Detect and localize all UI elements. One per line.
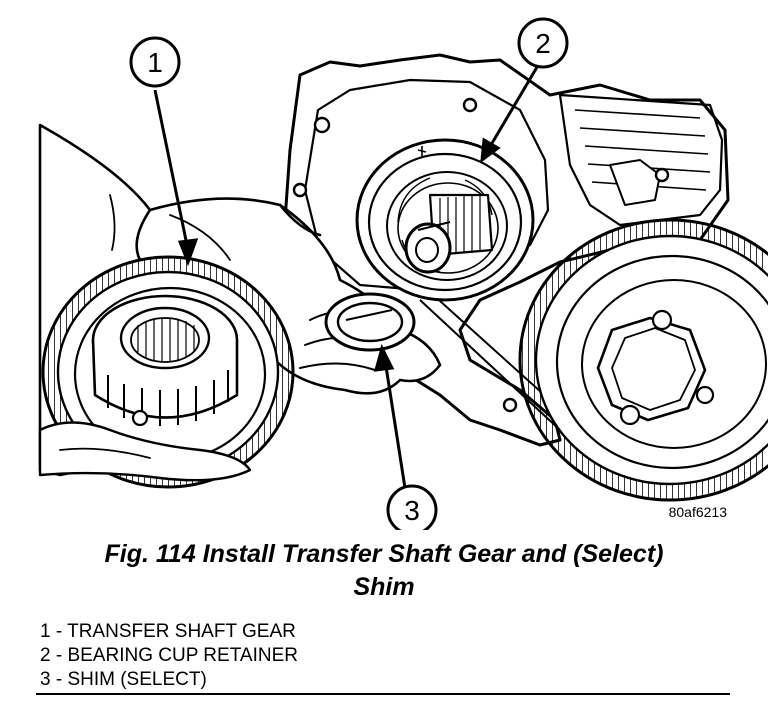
leader-lines xyxy=(153,61,542,489)
transfer-shaft-gear xyxy=(41,255,295,489)
figure-code: 80af6213 xyxy=(669,504,728,520)
legend: 1 - TRANSFER SHAFT GEAR 2 - BEARING CUP … xyxy=(40,620,298,692)
transfer-shaft-illustration: 1 2 3 80af6213 xyxy=(38,17,768,530)
callout-1-number: 1 xyxy=(147,47,163,78)
bearing-cup-retainer xyxy=(355,138,535,302)
callout-2-number: 2 xyxy=(535,28,551,59)
legend-item: 3 - SHIM (SELECT) xyxy=(40,669,207,690)
figure-caption: Fig. 114 Install Transfer Shaft Gear and… xyxy=(0,538,768,604)
bottom-rule xyxy=(36,693,730,695)
select-shim xyxy=(324,292,416,352)
fingers xyxy=(38,421,252,482)
callout-1: 1 xyxy=(129,36,181,88)
caption-line-2: Shim xyxy=(353,573,415,601)
legend-item: 1 - TRANSFER SHAFT GEAR xyxy=(40,621,296,642)
callout-2: 2 xyxy=(517,17,569,69)
caption-line-1: Fig. 114 Install Transfer Shaft Gear and… xyxy=(104,540,664,568)
legend-item: 2 - BEARING CUP RETAINER xyxy=(40,645,298,666)
callout-3-number: 3 xyxy=(404,495,420,526)
callout-3: 3 xyxy=(386,484,438,530)
differential-gear xyxy=(518,218,768,502)
